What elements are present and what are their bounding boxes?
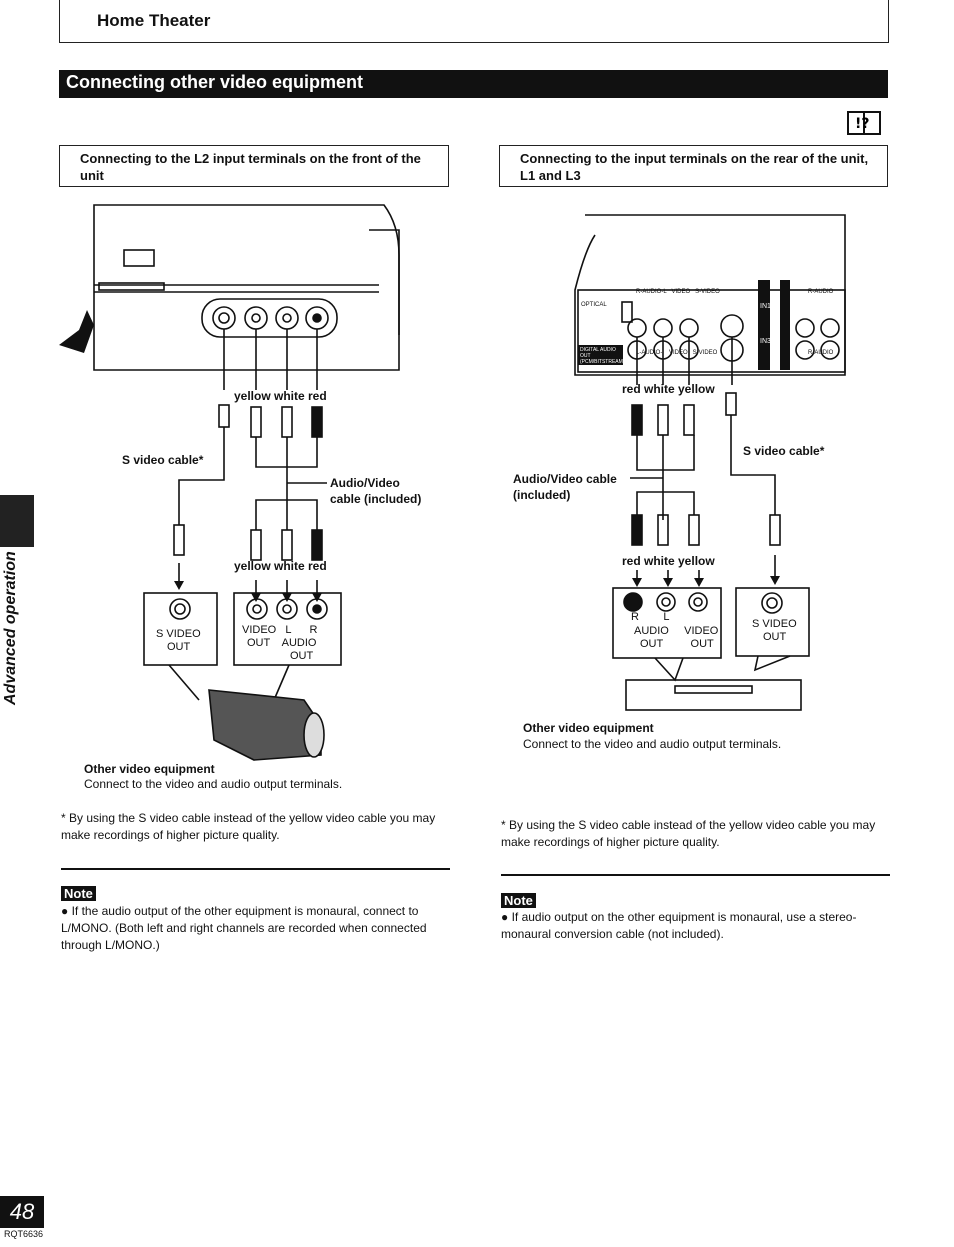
svg-text:!?: !? <box>855 116 870 132</box>
left-av-cable-label-1: Audio/Video <box>330 476 400 490</box>
front-connection-diagram <box>59 204 400 761</box>
panel-top-label: R-AUDIO-L VIDEO S-VIDEO <box>636 289 720 295</box>
reference-book-icon: !? <box>847 111 881 135</box>
left-svideo-out-label-2: OUT <box>167 641 191 653</box>
raudio-top-label: R-AUDIO <box>808 289 834 295</box>
left-video-lr-label: VIDEO L R <box>242 624 318 636</box>
left-top-color-label: yellow white red <box>234 389 327 403</box>
optical-label: OPTICAL <box>581 302 607 308</box>
right-divider <box>501 874 890 876</box>
model-number: RQT6636 <box>4 1229 44 1239</box>
left-note-text: ● If the audio output of the other equip… <box>61 904 427 952</box>
left-out-label: OUT <box>290 650 314 662</box>
left-av-cable-label-2: cable (included) <box>330 492 422 506</box>
left-caption-text: Connect to the video and audio output te… <box>84 777 343 791</box>
right-top-color-label: red white yellow <box>622 382 715 396</box>
left-bottom-color-label: yellow white red <box>234 559 327 573</box>
section-title: Connecting other video equipment <box>66 72 364 92</box>
section-banner <box>59 70 888 98</box>
left-svideo-out-label-1: S VIDEO <box>156 628 201 640</box>
digital-audio-out-label: DIGITAL AUDIO OUT (PCM/BITSTREAM) <box>580 347 625 365</box>
right-caption-title: Other video equipment <box>523 721 654 735</box>
section-tab-marker <box>0 495 34 547</box>
right-audio-video-label: AUDIO VIDEO <box>634 625 719 637</box>
right-svideo-cable-label: S video cable* <box>743 444 825 458</box>
right-av-cable-label-1: Audio/Video cable <box>513 472 617 486</box>
right-rl-label: R L <box>631 611 670 623</box>
right-av-cable-label-2: (included) <box>513 488 571 502</box>
page-header-title: Home Theater <box>97 11 211 30</box>
in1-label: IN1 <box>760 303 771 310</box>
left-svideo-cable-label: S video cable* <box>122 453 204 467</box>
right-svideo-out-label-2: OUT <box>763 631 787 643</box>
sidebar-section-label: Advanced operation <box>2 551 19 705</box>
right-out-out-label: OUT OUT <box>640 638 714 650</box>
header-frame <box>59 0 889 43</box>
panel-bottom-label: L-AUDIO- VIDEO S-VIDEO <box>636 350 718 356</box>
right-note-badge: Note <box>501 893 536 908</box>
right-footnote: * By using the S video cable instead of … <box>501 818 876 849</box>
in3-label: IN3 <box>760 338 771 345</box>
left-divider <box>61 868 450 870</box>
raudio-bottom-label: R-AUDIO <box>808 350 834 356</box>
left-out-audio-label: OUT AUDIO <box>247 637 317 649</box>
left-note-badge: Note <box>61 886 96 901</box>
right-caption-text: Connect to the video and audio output te… <box>523 737 782 751</box>
left-footnote: * By using the S video cable instead of … <box>61 811 436 842</box>
right-svideo-out-label-1: S VIDEO <box>752 618 797 630</box>
right-bottom-color-label: red white yellow <box>622 554 715 568</box>
right-subheading: Connecting to the input terminals on the… <box>499 145 888 187</box>
right-note-text: ● If audio output on the other equipment… <box>501 910 857 941</box>
rear-connection-diagram <box>574 214 846 711</box>
page-number: 48 <box>0 1196 44 1228</box>
left-caption-title: Other video equipment <box>84 762 215 776</box>
left-subheading: Connecting to the L2 input terminals on … <box>59 145 449 187</box>
